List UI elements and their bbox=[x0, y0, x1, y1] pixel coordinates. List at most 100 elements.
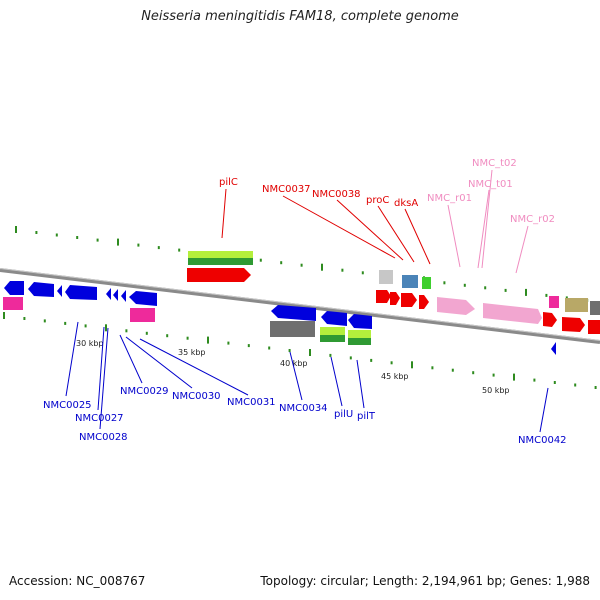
bottom-gene-labels: NMC0025 NMC0027 NMC0028 NMC0029 NMC0030 … bbox=[43, 386, 567, 446]
bottom-ruler-tick bbox=[166, 334, 169, 338]
label-proC[interactable]: proC bbox=[366, 195, 389, 206]
label-NMC0029[interactable]: NMC0029 bbox=[120, 386, 169, 397]
label-NMC0027[interactable]: NMC0027 bbox=[75, 413, 124, 424]
bottom-ruler-tick bbox=[227, 341, 230, 345]
gene-arrow-pilT[interactable] bbox=[348, 314, 372, 329]
label-pilC[interactable]: pilC bbox=[219, 177, 238, 188]
forward-features bbox=[187, 251, 600, 334]
scale-label-35kbp: 35 kbp bbox=[178, 348, 206, 357]
top-ruler-tick bbox=[361, 271, 364, 275]
pilT-bar-lime[interactable] bbox=[348, 330, 371, 338]
leader-pilU bbox=[330, 356, 343, 407]
genome-backbone bbox=[0, 268, 600, 344]
label-NMC0031[interactable]: NMC0031 bbox=[227, 397, 276, 408]
gene-arrow-NMC0037[interactable] bbox=[376, 290, 391, 303]
pilU-bar-lime[interactable] bbox=[320, 327, 345, 335]
leader-NMC0037 bbox=[282, 195, 396, 259]
gene-arrow-red-edge-1[interactable] bbox=[562, 317, 585, 332]
label-NMC0025[interactable]: NMC0025 bbox=[43, 400, 92, 411]
gene-arrow-small-1[interactable] bbox=[106, 288, 111, 300]
bottom-ruler-tick bbox=[553, 381, 556, 384]
bottom-ruler-tick bbox=[594, 386, 597, 389]
bottom-ruler-tick bbox=[472, 371, 475, 375]
feature-grey-box[interactable] bbox=[379, 270, 393, 284]
feature-green-box[interactable] bbox=[422, 277, 431, 289]
leader-NMC_r01 bbox=[447, 204, 461, 268]
top-gene-labels: pilC NMC0037 NMC0038 proC dksA NMC_r01 N… bbox=[219, 158, 555, 225]
gene-arrow-NMC0042[interactable] bbox=[551, 342, 556, 355]
gene-arrow-blue-3[interactable] bbox=[57, 285, 62, 297]
gene-arrow-pilU[interactable] bbox=[321, 311, 347, 326]
label-NMC0042[interactable]: NMC0042 bbox=[518, 435, 567, 446]
feature-grey-NMC0034[interactable] bbox=[270, 321, 315, 337]
rrna-arrow-NMC_r01[interactable] bbox=[437, 297, 475, 315]
gene-arrow-NMC0028[interactable] bbox=[121, 290, 126, 302]
label-NMC0030[interactable]: NMC0030 bbox=[172, 391, 221, 402]
pilC-bar-green[interactable] bbox=[188, 258, 253, 265]
bottom-ruler-tick bbox=[349, 356, 352, 360]
bottom-ruler-tick bbox=[23, 317, 26, 320]
bottom-ruler-tick bbox=[431, 366, 434, 370]
leader-NMC0030 bbox=[125, 336, 193, 389]
scale-label-50kbp: 50 kbp bbox=[482, 386, 510, 395]
top-ruler-tick bbox=[565, 296, 568, 300]
bottom-ruler-tick bbox=[513, 373, 515, 381]
bottom-ruler-tick bbox=[207, 336, 209, 344]
label-NMC0028[interactable]: NMC0028 bbox=[79, 432, 128, 443]
top-ruler-tick bbox=[157, 246, 160, 250]
bottom-ruler-tick bbox=[309, 349, 311, 356]
label-NMC_r02[interactable]: NMC_r02 bbox=[510, 214, 555, 225]
gene-arrow-small-2[interactable] bbox=[113, 289, 118, 301]
bottom-ruler-tick bbox=[268, 346, 271, 350]
top-ruler-tick bbox=[545, 293, 548, 297]
rrna-arrow-NMC_r02[interactable] bbox=[483, 303, 542, 324]
bottom-ruler-tick bbox=[411, 361, 413, 369]
gene-arrow-proC[interactable] bbox=[401, 293, 417, 307]
gene-arrow-NMC0025[interactable] bbox=[4, 281, 24, 295]
leader-NMC0038 bbox=[336, 199, 404, 261]
bottom-ruler-tick bbox=[390, 361, 393, 365]
leader-NMC0042 bbox=[539, 387, 549, 433]
top-scale-ruler bbox=[15, 226, 589, 302]
label-pilT[interactable]: pilT bbox=[357, 411, 376, 422]
feature-olive-box[interactable] bbox=[565, 298, 588, 312]
label-NMC0038[interactable]: NMC0038 bbox=[312, 189, 361, 200]
feature-magenta-NMC0030[interactable] bbox=[130, 308, 155, 322]
gene-arrow-red-right[interactable] bbox=[543, 312, 557, 327]
label-NMC_t01[interactable]: NMC_t01 bbox=[468, 179, 513, 190]
label-pilU[interactable]: pilU bbox=[334, 409, 353, 420]
gene-arrow-NMC0029[interactable] bbox=[129, 291, 157, 306]
feature-magenta-left[interactable] bbox=[3, 297, 23, 310]
label-NMC0034[interactable]: NMC0034 bbox=[279, 403, 328, 414]
bottom-scale-ruler bbox=[3, 312, 597, 389]
pilC-bar-lime[interactable] bbox=[188, 251, 253, 258]
label-NMC_r01[interactable]: NMC_r01 bbox=[427, 193, 472, 204]
gene-arrow-blue-2[interactable] bbox=[28, 282, 54, 297]
gene-arrow-NMC0034[interactable] bbox=[271, 305, 316, 321]
label-dksA[interactable]: dksA bbox=[394, 198, 418, 209]
label-NMC_t02[interactable]: NMC_t02 bbox=[472, 158, 517, 169]
bottom-ruler-tick bbox=[247, 344, 250, 348]
leader-NMC0031 bbox=[139, 338, 249, 396]
scale-label-30kbp: 30 kbp bbox=[76, 339, 104, 348]
top-ruler-tick bbox=[96, 238, 99, 242]
pilU-bar-green[interactable] bbox=[320, 335, 345, 342]
scale-labels: 30 kbp 35 kbp 40 kbp 45 kbp 50 kbp bbox=[76, 339, 510, 395]
pilC-gene-arrow[interactable] bbox=[187, 268, 251, 282]
bottom-ruler-tick bbox=[186, 336, 189, 340]
gene-arrow-dksA[interactable] bbox=[419, 295, 429, 309]
top-ruler-tick bbox=[15, 226, 17, 233]
feature-magenta-box[interactable] bbox=[549, 296, 559, 308]
feature-darkgrey-box[interactable] bbox=[590, 301, 600, 315]
bottom-ruler-tick bbox=[43, 319, 46, 323]
gene-arrow-red-edge-2[interactable] bbox=[588, 320, 600, 334]
gene-arrow-NMC0027[interactable] bbox=[65, 285, 97, 300]
pilT-bar-green[interactable] bbox=[348, 338, 371, 345]
gene-arrow-NMC0038[interactable] bbox=[390, 292, 400, 305]
label-NMC0037[interactable]: NMC0037 bbox=[262, 184, 311, 195]
genome-title: Neisseria meningitidis FAM18, complete g… bbox=[141, 9, 459, 24]
bottom-ruler-tick bbox=[125, 329, 128, 333]
feature-steelblue-box[interactable] bbox=[402, 275, 418, 288]
